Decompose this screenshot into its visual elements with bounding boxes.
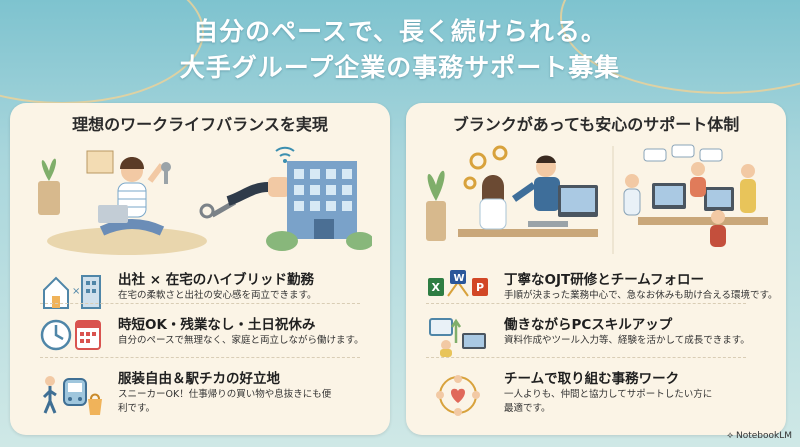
feature-description: 在宅の柔軟さと出社の安心感を両立できます。 xyxy=(118,290,317,301)
house-building-icon: × xyxy=(43,275,101,309)
feature-dress-code-location: 服装自由＆駅チカの好立地 スニーカーOK！仕事帰りの買い物や息抜きにも便利です。 xyxy=(40,367,385,427)
logo-text: NotebookLM xyxy=(735,431,792,441)
pc-skill-icon xyxy=(429,318,486,357)
svg-text:×: × xyxy=(72,286,80,297)
headline: 自分のペースで、長く続けられる。 大手グループ企業の事務サポート募集 xyxy=(0,14,800,86)
work-life-balance-panel: 理想のワークライフバランスを実現 xyxy=(10,103,390,435)
svg-text:X: X xyxy=(432,281,441,294)
divider xyxy=(40,357,360,358)
headline-line-2: 大手グループ企業の事務サポート募集 xyxy=(179,53,621,82)
feature-short-hours: 時短OK・残業なし・土日祝休み 自分のペースで無理なく、家庭と両立しながら働けま… xyxy=(40,313,385,357)
feature-title: 丁寧なOJT研修とチームフォロー xyxy=(504,272,704,288)
office-training-illustration xyxy=(426,144,768,254)
feature-description: 資料作成やツール入力等、経験を活かして成長できます。 xyxy=(504,335,750,346)
office-apps-icon: X W P xyxy=(428,270,488,297)
feature-title: 働きながらPCスキルアップ xyxy=(504,317,673,333)
feature-pc-skills: 働きながらPCスキルアップ 資料作成やツール入力等、経験を活かして成長できます。 xyxy=(426,313,781,357)
panel-title: 理想のワークライフバランスを実現 xyxy=(72,115,328,134)
station-shopping-icon xyxy=(42,376,102,415)
feature-ojt-training: X W P 丁寧なOJT研修とチームフォロー 手順が決まった業務中心で、急なお休… xyxy=(426,268,781,312)
notebooklm-logo: ⟡ NotebookLM xyxy=(727,431,792,441)
headline-line-1: 自分のペースで、長く続けられる。 xyxy=(193,17,607,46)
feature-description: スニーカーOK！仕事帰りの買い物や息抜きにも便利です。 xyxy=(118,389,332,414)
svg-text:P: P xyxy=(476,281,484,294)
clock-calendar-icon xyxy=(40,319,101,351)
feature-teamwork: チームで取り組む事務ワーク 一人よりも、仲間と協力してサポートしたい方に最適です… xyxy=(426,367,781,427)
remote-work-illustration xyxy=(38,146,372,255)
logo-icon: ⟡ xyxy=(727,431,736,441)
support-system-panel: ブランクがあっても安心のサポート体制 xyxy=(406,103,786,435)
svg-text:W: W xyxy=(454,273,465,284)
divider xyxy=(426,303,746,304)
feature-title: 時短OK・残業なし・土日祝休み xyxy=(118,317,316,333)
divider xyxy=(40,303,360,304)
feature-title: チームで取り組む事務ワーク xyxy=(504,371,680,387)
feature-description: 手順が決まった業務中心で、急なお休みも助け合える環境です。 xyxy=(504,290,778,301)
divider xyxy=(426,357,746,358)
feature-title: 出社 × 在宅のハイブリッド勤務 xyxy=(118,272,314,288)
panel-title: ブランクがあっても安心のサポート体制 xyxy=(452,115,740,134)
feature-description: 自分のペースで無理なく、家庭と両立しながら働けます。 xyxy=(118,335,364,346)
feature-title: 服装自由＆駅チカの好立地 xyxy=(118,371,280,387)
team-heart-icon xyxy=(436,375,480,416)
feature-description: 一人よりも、仲間と協力してサポートしたい方に最適です。 xyxy=(504,389,713,414)
feature-hybrid-work: × 出社 × 在宅のハイブリッド勤務 在宅の柔軟さと出社の安心感を両立できます。 xyxy=(40,268,385,312)
